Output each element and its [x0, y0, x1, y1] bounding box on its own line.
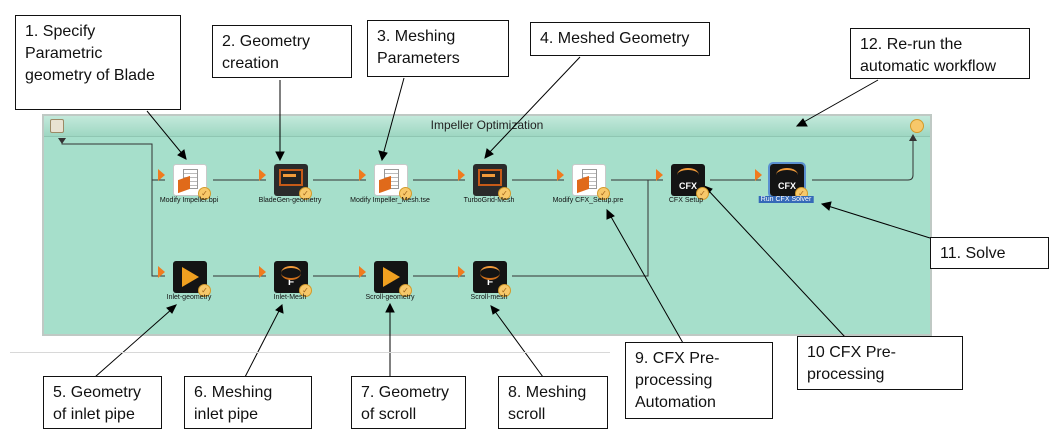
input-port-arrow — [458, 266, 465, 278]
leader-5 — [94, 308, 173, 378]
status-check-icon: ✓ — [696, 187, 709, 200]
connector-solver-to-end — [812, 140, 914, 181]
node-label-cfx-setup: CFX Setup — [668, 197, 704, 204]
leader-11 — [827, 205, 931, 239]
callout-2: 2. Geometry creation — [212, 25, 352, 78]
connector-start-to-modify — [61, 138, 165, 181]
node-run-cfx-solver[interactable]: CFX ✓ — [755, 162, 812, 200]
node-modify-cfx-setup[interactable]: ✓ — [557, 164, 614, 200]
input-port-arrow — [259, 169, 266, 181]
leader-12 — [801, 79, 879, 124]
leader-8 — [493, 309, 544, 378]
callout-11: 11. Solve — [930, 237, 1049, 269]
input-port-arrow — [259, 266, 266, 278]
input-port-arrow — [458, 169, 465, 181]
node-bladegen-geometry[interactable]: ✓ — [259, 164, 316, 200]
input-port-arrow — [557, 169, 564, 181]
node-label-modify-impeller: Modify Impeller.bpi — [159, 197, 219, 204]
status-check-icon: ✓ — [399, 187, 412, 200]
node-label-modify-cfx-setup: Modify CFX_Setup.pre — [552, 197, 624, 204]
input-port-arrow — [158, 266, 165, 278]
leader-9 — [609, 214, 684, 344]
status-check-icon: ✓ — [198, 187, 211, 200]
node-modify-impeller[interactable]: ✓ — [158, 164, 215, 200]
connector-scrollmesh-to-cfxsetup — [512, 180, 649, 277]
callout-4: 4. Meshed Geometry — [530, 22, 710, 56]
status-check-icon: ✓ — [299, 187, 312, 200]
node-label-modify-impeller-mesh: Modify Impeller_Mesh.tse — [350, 197, 430, 204]
node-label-bladegen-geometry: BladeGen-geometry — [258, 197, 322, 204]
node-turbogrid-mesh[interactable]: ✓ — [458, 164, 515, 200]
leader-6 — [244, 308, 281, 378]
node-label-scroll-mesh: Scroll-mesh — [470, 294, 508, 301]
node-label-inlet-geometry: Inlet-geometry — [166, 294, 212, 301]
input-port-arrow — [755, 169, 762, 181]
input-port-arrow — [656, 169, 663, 181]
node-label-inlet-mesh: Inlet-Mesh — [273, 294, 307, 301]
start-port-arrow — [58, 138, 66, 144]
workflow-menu-icon[interactable] — [50, 119, 64, 133]
mesh-icon: F — [274, 261, 308, 293]
leader-4 — [487, 56, 581, 155]
input-port-arrow — [359, 169, 366, 181]
connector-start-to-inlet — [151, 144, 165, 277]
status-check-icon: ✓ — [498, 187, 511, 200]
node-label-turbogrid-mesh: TurboGrid-Mesh — [463, 197, 515, 204]
node-inlet-mesh[interactable]: F ✓ — [259, 261, 316, 297]
status-check-icon: ✓ — [399, 284, 412, 297]
callout-7: 7. Geometry of scroll — [351, 376, 466, 429]
panel-titlebar: Impeller Optimization — [44, 116, 930, 137]
node-label-scroll-geometry: Scroll-geometry — [365, 294, 415, 301]
status-check-icon: ✓ — [597, 187, 610, 200]
status-ok-icon — [910, 119, 924, 133]
node-cfx-setup[interactable]: CFX ✓ — [656, 164, 713, 200]
node-modify-impeller-mesh[interactable]: ✓ — [359, 164, 416, 200]
divider-line — [10, 352, 610, 353]
leader-3 — [382, 77, 405, 156]
callout-5: 5. Geometry of inlet pipe — [43, 376, 162, 429]
leader-10 — [707, 189, 846, 338]
panel-title: Impeller Optimization — [430, 118, 544, 132]
node-scroll-mesh[interactable]: F ✓ — [458, 261, 515, 297]
node-scroll-geometry[interactable]: ✓ — [359, 261, 416, 297]
callout-9: 9. CFX Pre- processing Automation — [625, 342, 773, 419]
callout-6: 6. Meshing inlet pipe — [184, 376, 312, 429]
document-edit-icon — [374, 164, 408, 196]
callout-10: 10 CFX Pre- processing — [797, 336, 963, 390]
leader-1 — [146, 110, 185, 157]
end-port-arrow — [909, 134, 917, 141]
callout-8: 8. Meshing scroll — [498, 376, 608, 429]
status-check-icon: ✓ — [498, 284, 511, 297]
callout-1: 1. Specify Parametric geometry of Blade — [15, 15, 181, 110]
callout-12: 12. Re-run the automatic workflow — [850, 28, 1030, 79]
input-port-arrow — [158, 169, 165, 181]
geometry-play-icon — [173, 261, 207, 293]
input-port-arrow — [359, 266, 366, 278]
status-check-icon: ✓ — [299, 284, 312, 297]
callout-3: 3. Meshing Parameters — [367, 20, 509, 77]
status-check-icon: ✓ — [198, 284, 211, 297]
node-label-run-cfx-solver: Run CFX Solver — [758, 196, 814, 203]
node-inlet-geometry[interactable]: ✓ — [158, 261, 215, 297]
